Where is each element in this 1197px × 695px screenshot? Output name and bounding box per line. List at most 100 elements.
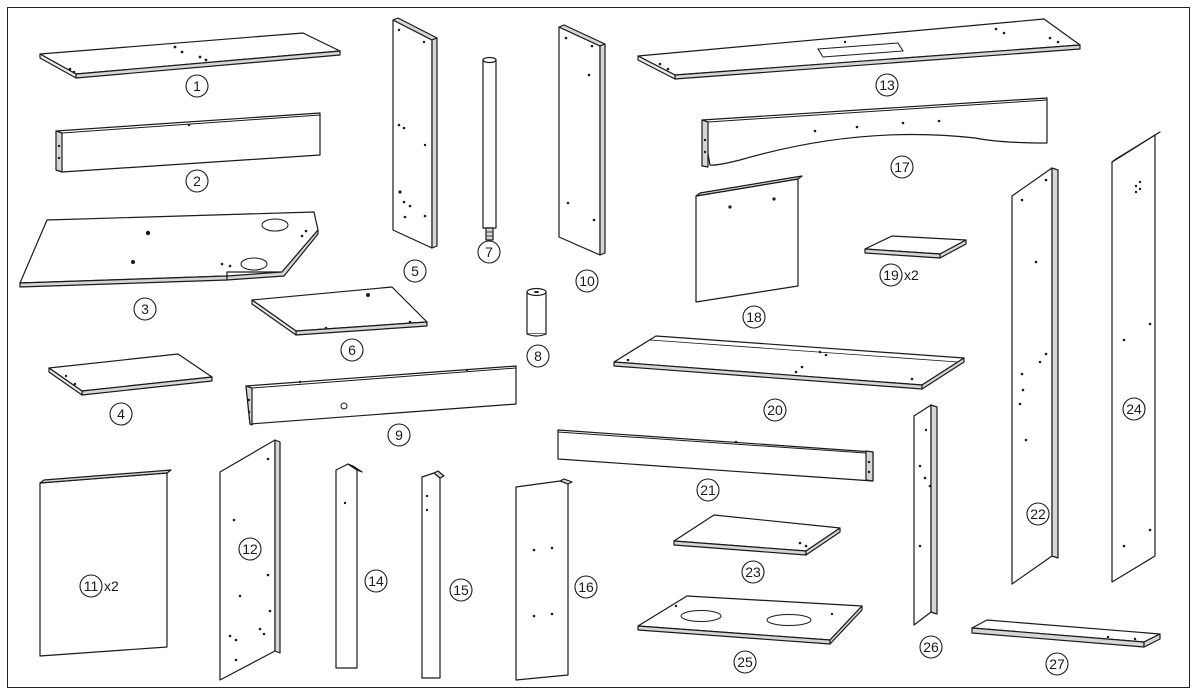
part-number: 3 bbox=[141, 301, 149, 317]
part-label-circle bbox=[696, 478, 720, 502]
part-number: 24 bbox=[1126, 401, 1142, 417]
part-label-12: 12 bbox=[238, 537, 262, 561]
part-23-shelf bbox=[673, 514, 841, 556]
part-24-tall-panel bbox=[1111, 131, 1161, 583]
part-label-circle bbox=[742, 305, 766, 329]
part-number: 17 bbox=[894, 159, 910, 175]
part-label-circle bbox=[763, 398, 787, 422]
part-number: 27 bbox=[1049, 656, 1065, 672]
part-4-shelf bbox=[48, 353, 213, 396]
part-label-circle bbox=[741, 560, 765, 584]
diagram-border bbox=[7, 7, 1190, 688]
part-number: 12 bbox=[242, 541, 258, 557]
part-label-circle bbox=[733, 650, 757, 674]
part-number: 1 bbox=[193, 78, 201, 94]
part-label-24: 24 bbox=[1122, 397, 1146, 421]
part-6-shelf bbox=[251, 286, 428, 336]
part-label-21: 21 bbox=[696, 478, 720, 502]
part-label-23: 23 bbox=[741, 560, 765, 584]
part-number: 4 bbox=[117, 406, 125, 422]
part-17-arched-apron bbox=[701, 97, 1048, 168]
part-number: 14 bbox=[368, 573, 384, 589]
part-label-15: 15 bbox=[449, 578, 473, 602]
part-14-stile bbox=[335, 463, 363, 669]
part-number: 21 bbox=[700, 482, 716, 498]
part-20-long-shelf bbox=[613, 335, 965, 390]
part-27-strip bbox=[971, 619, 1161, 648]
part-number: 11 bbox=[84, 578, 99, 594]
part-number: 18 bbox=[746, 309, 762, 325]
part-number: 15 bbox=[453, 582, 469, 598]
part-5-side-panel bbox=[392, 17, 438, 249]
part-label-circle bbox=[875, 73, 899, 97]
part-18-back-panel bbox=[695, 175, 803, 303]
part-number: 20 bbox=[767, 402, 783, 418]
part-number: 19 bbox=[883, 267, 899, 283]
part-number: 25 bbox=[737, 654, 753, 670]
part-label-16: 16 bbox=[574, 575, 598, 599]
part-label-4: 4 bbox=[109, 402, 133, 426]
part-label-18: 18 bbox=[742, 305, 766, 329]
part-label-20: 20 bbox=[763, 398, 787, 422]
part-label-circle bbox=[879, 263, 903, 287]
part-label-22: 22 bbox=[1026, 502, 1050, 526]
part-number: 10 bbox=[579, 273, 595, 289]
part-label-19: 19 x2 bbox=[879, 263, 919, 287]
part-label-6: 6 bbox=[340, 338, 364, 362]
part-label-3: 3 bbox=[133, 297, 157, 321]
part-3-panel bbox=[19, 211, 319, 288]
part-label-25: 25 bbox=[733, 650, 757, 674]
part-label-circle bbox=[185, 74, 209, 98]
part-number: 13 bbox=[879, 77, 895, 93]
part-number: 2 bbox=[193, 173, 201, 189]
part-label-circle bbox=[387, 423, 411, 447]
part-9-rail bbox=[245, 365, 517, 426]
part-label-10: 10 bbox=[575, 269, 599, 293]
part-26-stile bbox=[913, 404, 938, 626]
part-label-9: 9 bbox=[387, 423, 411, 447]
part-quantity: x2 bbox=[904, 267, 919, 283]
part-label-8: 8 bbox=[526, 344, 550, 368]
part-19-small-shelf bbox=[864, 235, 967, 259]
part-number: 26 bbox=[923, 639, 939, 655]
part-number: 8 bbox=[534, 348, 542, 364]
part-label-1: 1 bbox=[185, 74, 209, 98]
part-label-circle bbox=[340, 338, 364, 362]
part-15-stile bbox=[421, 470, 445, 679]
part-number: 7 bbox=[485, 244, 493, 260]
part-label-14: 14 bbox=[364, 569, 388, 593]
part-number: 6 bbox=[348, 342, 356, 358]
part-label-circle bbox=[185, 169, 209, 193]
part-label-7: 7 bbox=[477, 240, 501, 264]
part-number: 5 bbox=[411, 263, 419, 279]
part-quantity: x2 bbox=[104, 578, 119, 594]
part-label-circle bbox=[919, 635, 943, 659]
part-label-13: 13 bbox=[875, 73, 899, 97]
part-11-door-panel bbox=[39, 469, 172, 657]
part-label-circle bbox=[449, 578, 473, 602]
part-10-side-panel bbox=[558, 24, 606, 256]
part-25-base bbox=[637, 595, 863, 645]
part-label-27: 27 bbox=[1045, 652, 1069, 676]
part-label-circle bbox=[403, 259, 427, 283]
part-label-circle bbox=[133, 297, 157, 321]
part-8-cylinder bbox=[526, 287, 547, 337]
part-label-5: 5 bbox=[403, 259, 427, 283]
part-label-circle bbox=[109, 402, 133, 426]
part-label-26: 26 bbox=[919, 635, 943, 659]
part-label-circle bbox=[1045, 652, 1069, 676]
part-21-rail bbox=[557, 429, 874, 482]
part-22-tall-panel bbox=[1011, 167, 1059, 585]
part-7-leg bbox=[482, 56, 497, 241]
part-13-countertop bbox=[637, 18, 1081, 80]
part-label-11: 11 x2 bbox=[79, 574, 119, 598]
part-label-circle bbox=[1026, 502, 1050, 526]
part-label-circle bbox=[79, 574, 103, 598]
part-label-circle bbox=[526, 344, 550, 368]
part-label-circle bbox=[364, 569, 388, 593]
part-number: 9 bbox=[395, 427, 403, 443]
part-number: 16 bbox=[578, 579, 594, 595]
